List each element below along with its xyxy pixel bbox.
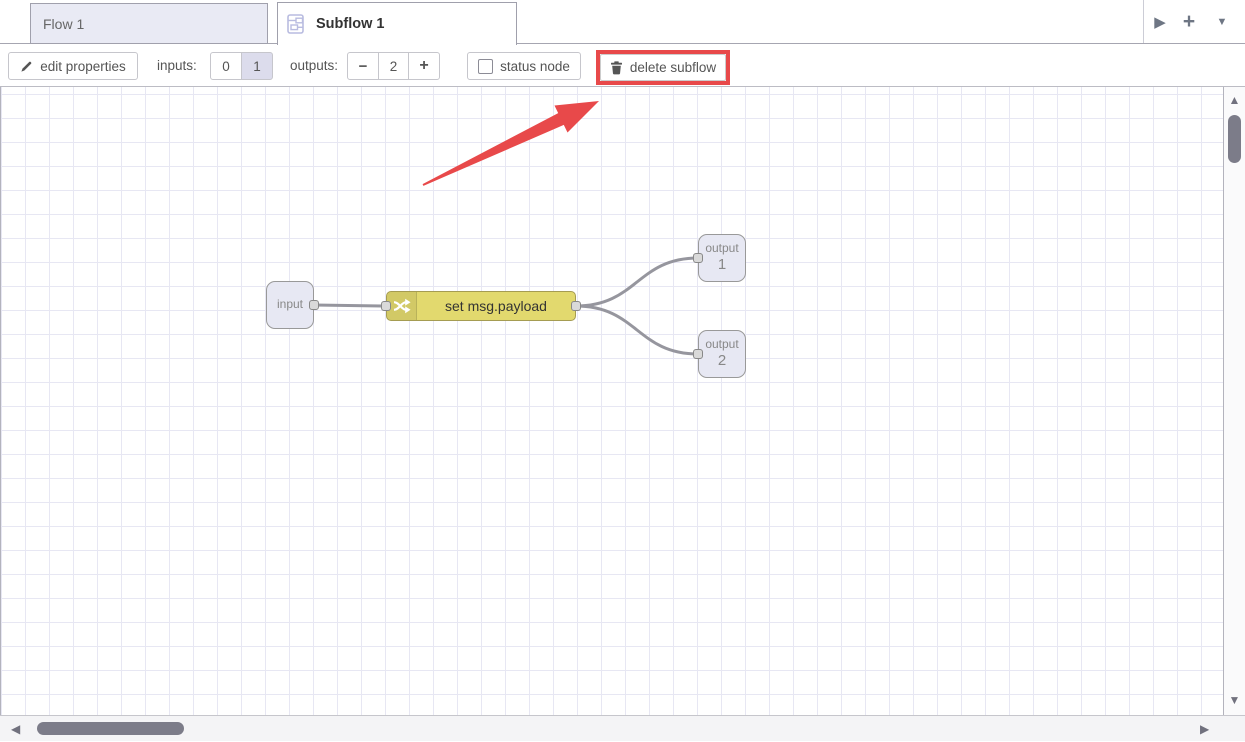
tab-scroll-right-icon[interactable]: ▶: [1148, 0, 1172, 43]
subflow-icon: [286, 13, 308, 35]
node-input-label: input: [277, 298, 303, 312]
port-output1-in[interactable]: [693, 253, 703, 263]
shuffle-icon: [387, 292, 417, 320]
subflow-toolbar: edit properties inputs: 0 1 outputs: − 2…: [0, 44, 1245, 87]
wire-change-to-output2[interactable]: [576, 306, 698, 354]
scroll-up-icon[interactable]: ▲: [1224, 93, 1245, 107]
wire-change-to-output1[interactable]: [576, 258, 698, 306]
flow-list-chevron-icon[interactable]: ▼: [1208, 0, 1236, 43]
workspace: input set msg.payload output 1 output 2: [0, 87, 1245, 741]
outputs-count-field[interactable]: 2: [378, 52, 409, 80]
inputs-option-0-button[interactable]: 0: [210, 52, 242, 80]
scroll-down-icon[interactable]: ▼: [1224, 693, 1245, 707]
node-output1-number: 1: [718, 256, 726, 273]
vertical-scrollbar[interactable]: ▲ ▼: [1224, 87, 1245, 715]
node-change-set-msg-payload[interactable]: set msg.payload: [386, 291, 576, 321]
node-output2-label: output: [705, 338, 738, 352]
status-node-checkbox[interactable]: [478, 59, 493, 74]
horizontal-scrollbar[interactable]: ◀ ▶: [0, 715, 1245, 741]
status-node-button[interactable]: status node: [467, 52, 581, 80]
delete-subflow-label: delete subflow: [630, 60, 716, 75]
scroll-right-icon[interactable]: ▶: [1200, 716, 1209, 742]
horizontal-scrollbar-thumb[interactable]: [37, 722, 184, 735]
inputs-option-1-button[interactable]: 1: [241, 52, 273, 80]
flow-canvas[interactable]: input set msg.payload output 1 output 2: [0, 87, 1224, 715]
port-input-out[interactable]: [309, 300, 319, 310]
tab-subflow-1[interactable]: Subflow 1: [277, 2, 517, 45]
tab-flow-1-label: Flow 1: [43, 16, 84, 32]
outputs-decrease-button[interactable]: −: [347, 52, 379, 80]
port-change-out[interactable]: [571, 301, 581, 311]
wire-input-to-change[interactable]: [314, 305, 386, 306]
edit-properties-button[interactable]: edit properties: [8, 52, 138, 80]
delete-subflow-button[interactable]: delete subflow: [600, 54, 726, 81]
outputs-label: outputs:: [290, 44, 338, 87]
status-node-label: status node: [500, 59, 570, 74]
wire-layer: [1, 87, 1224, 715]
vertical-scrollbar-thumb[interactable]: [1228, 115, 1241, 163]
inputs-label: inputs:: [157, 44, 197, 87]
scroll-left-icon[interactable]: ◀: [11, 716, 20, 742]
tab-subflow-1-label: Subflow 1: [316, 16, 384, 32]
node-subflow-input[interactable]: input: [266, 281, 314, 329]
red-highlight-box-annotation: delete subflow: [596, 50, 730, 85]
add-flow-icon[interactable]: +: [1176, 0, 1202, 43]
tabbar-divider: [1143, 0, 1144, 43]
node-subflow-output-2[interactable]: output 2: [698, 330, 746, 378]
pencil-icon: [20, 60, 33, 73]
tab-flow-1[interactable]: Flow 1: [30, 3, 268, 44]
port-change-in[interactable]: [381, 301, 391, 311]
node-output2-number: 2: [718, 352, 726, 369]
node-change-label: set msg.payload: [417, 292, 575, 320]
node-output1-label: output: [705, 242, 738, 256]
node-subflow-output-1[interactable]: output 1: [698, 234, 746, 282]
port-output2-in[interactable]: [693, 349, 703, 359]
outputs-increase-button[interactable]: +: [408, 52, 440, 80]
flow-tab-bar: Flow 1 Subflow 1 ▶ + ▼: [0, 0, 1245, 44]
edit-properties-label: edit properties: [40, 59, 126, 74]
trash-icon: [610, 61, 623, 75]
